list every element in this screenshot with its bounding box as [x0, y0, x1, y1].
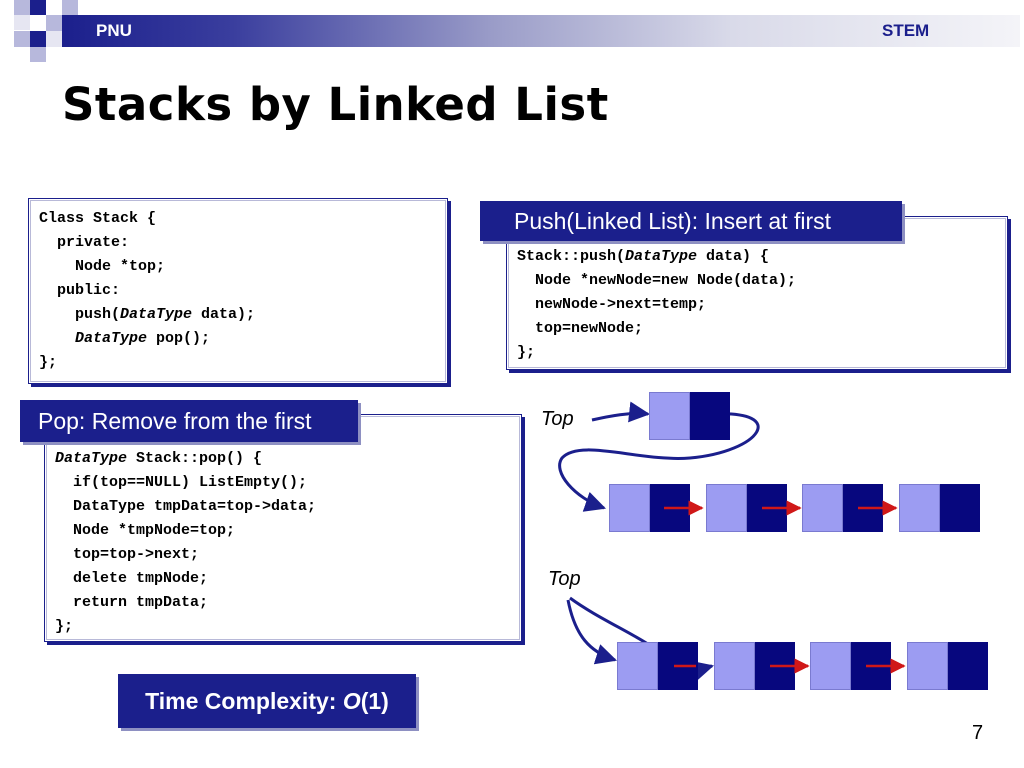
- linked-list-node-pointer: [747, 484, 787, 532]
- logo-square: [46, 31, 62, 47]
- linked-list-node-pointer: [948, 642, 988, 690]
- linked-list-node-pointer: [851, 642, 891, 690]
- linked-list-node: [810, 642, 851, 690]
- top-pointer-arrow: [566, 599, 617, 665]
- linked-list-node: [706, 484, 747, 532]
- linked-list-node: [617, 642, 658, 690]
- page-number: 7: [972, 722, 984, 744]
- time-complexity-badge: Time Complexity: O(1): [118, 674, 416, 728]
- code-type-keyword: DataType: [55, 450, 128, 467]
- logo-square: [14, 0, 30, 15]
- logo-square: [46, 15, 62, 31]
- linked-list-node: [899, 484, 940, 532]
- push-code: Stack::push(DataType data) { Node *newNo…: [517, 248, 797, 361]
- header-left-label: PNU: [96, 21, 132, 40]
- header-band: [60, 15, 1020, 47]
- linked-list-node-pointer: [690, 392, 730, 440]
- slide-title: Stacks by Linked List: [62, 78, 609, 131]
- linked-list-node: [609, 484, 650, 532]
- code-type-keyword: DataType: [75, 330, 148, 347]
- top-label-push: Top: [541, 408, 574, 430]
- logo-square: [30, 0, 46, 15]
- time-complexity-suffix: (1): [360, 688, 389, 714]
- class-code-box: Class Stack { private: Node *top; public…: [28, 198, 448, 384]
- logo-square: [14, 15, 30, 30]
- logo-square: [30, 31, 46, 47]
- linked-list-node-pointer: [650, 484, 690, 532]
- logo-square: [62, 0, 78, 15]
- linked-list-node-pointer: [940, 484, 980, 532]
- class-code: Class Stack { private: Node *top; public…: [39, 210, 256, 371]
- code-type-keyword: DataType: [625, 248, 698, 265]
- pop-code-box: DataType Stack::pop() { if(top==NULL) Li…: [44, 414, 522, 642]
- time-complexity-prefix: Time Complexity:: [145, 688, 343, 714]
- linked-list-node: [714, 642, 755, 690]
- push-code-box: Stack::push(DataType data) { Node *newNo…: [506, 216, 1008, 370]
- pop-heading: Pop: Remove from the first: [20, 400, 358, 442]
- time-complexity-big-o: O: [342, 688, 361, 714]
- code-type-keyword: DataType: [120, 306, 193, 323]
- top-label-pop: Top: [548, 568, 581, 590]
- linked-list-node: [907, 642, 948, 690]
- top-pointer-arrow: [591, 401, 651, 423]
- pop-code: DataType Stack::pop() { if(top==NULL) Li…: [55, 450, 317, 635]
- logo-square: [14, 31, 30, 47]
- logo-square: [30, 47, 46, 62]
- linked-list-node: [802, 484, 843, 532]
- linked-list-node: [649, 392, 690, 440]
- push-heading: Push(Linked List): Insert at first: [480, 201, 902, 241]
- linked-list-node-pointer: [658, 642, 698, 690]
- header-right-label: STEM: [882, 21, 930, 40]
- linked-list-node-pointer: [755, 642, 795, 690]
- linked-list-node-pointer: [843, 484, 883, 532]
